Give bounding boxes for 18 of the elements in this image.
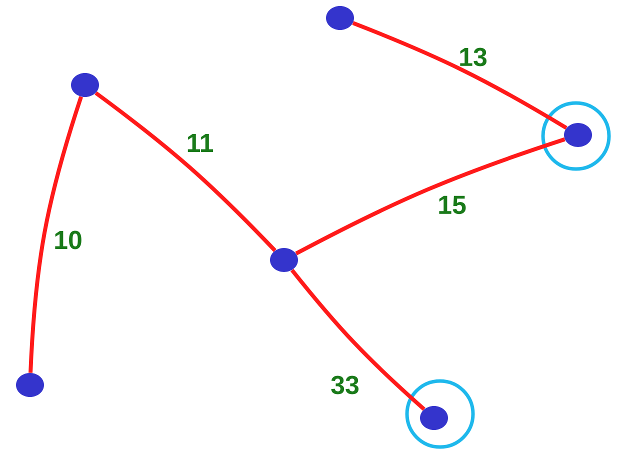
- line: [352, 21, 568, 130]
- edge-label: 10: [55, 230, 82, 250]
- ring: [541, 101, 611, 171]
- ring: [405, 379, 475, 449]
- edge-label: 11: [188, 134, 214, 152]
- dot: [270, 248, 298, 272]
- edge-label: 13: [460, 48, 487, 66]
- dot: [16, 373, 44, 397]
- line: [28, 96, 83, 373]
- edge-label: 33: [331, 376, 359, 394]
- line: [290, 268, 426, 411]
- dot: [420, 406, 448, 430]
- dot: [564, 123, 592, 147]
- line: [94, 91, 276, 252]
- line: [295, 137, 566, 256]
- edge-label: 15: [439, 196, 466, 214]
- dot: [326, 6, 354, 30]
- dot: [71, 73, 99, 97]
